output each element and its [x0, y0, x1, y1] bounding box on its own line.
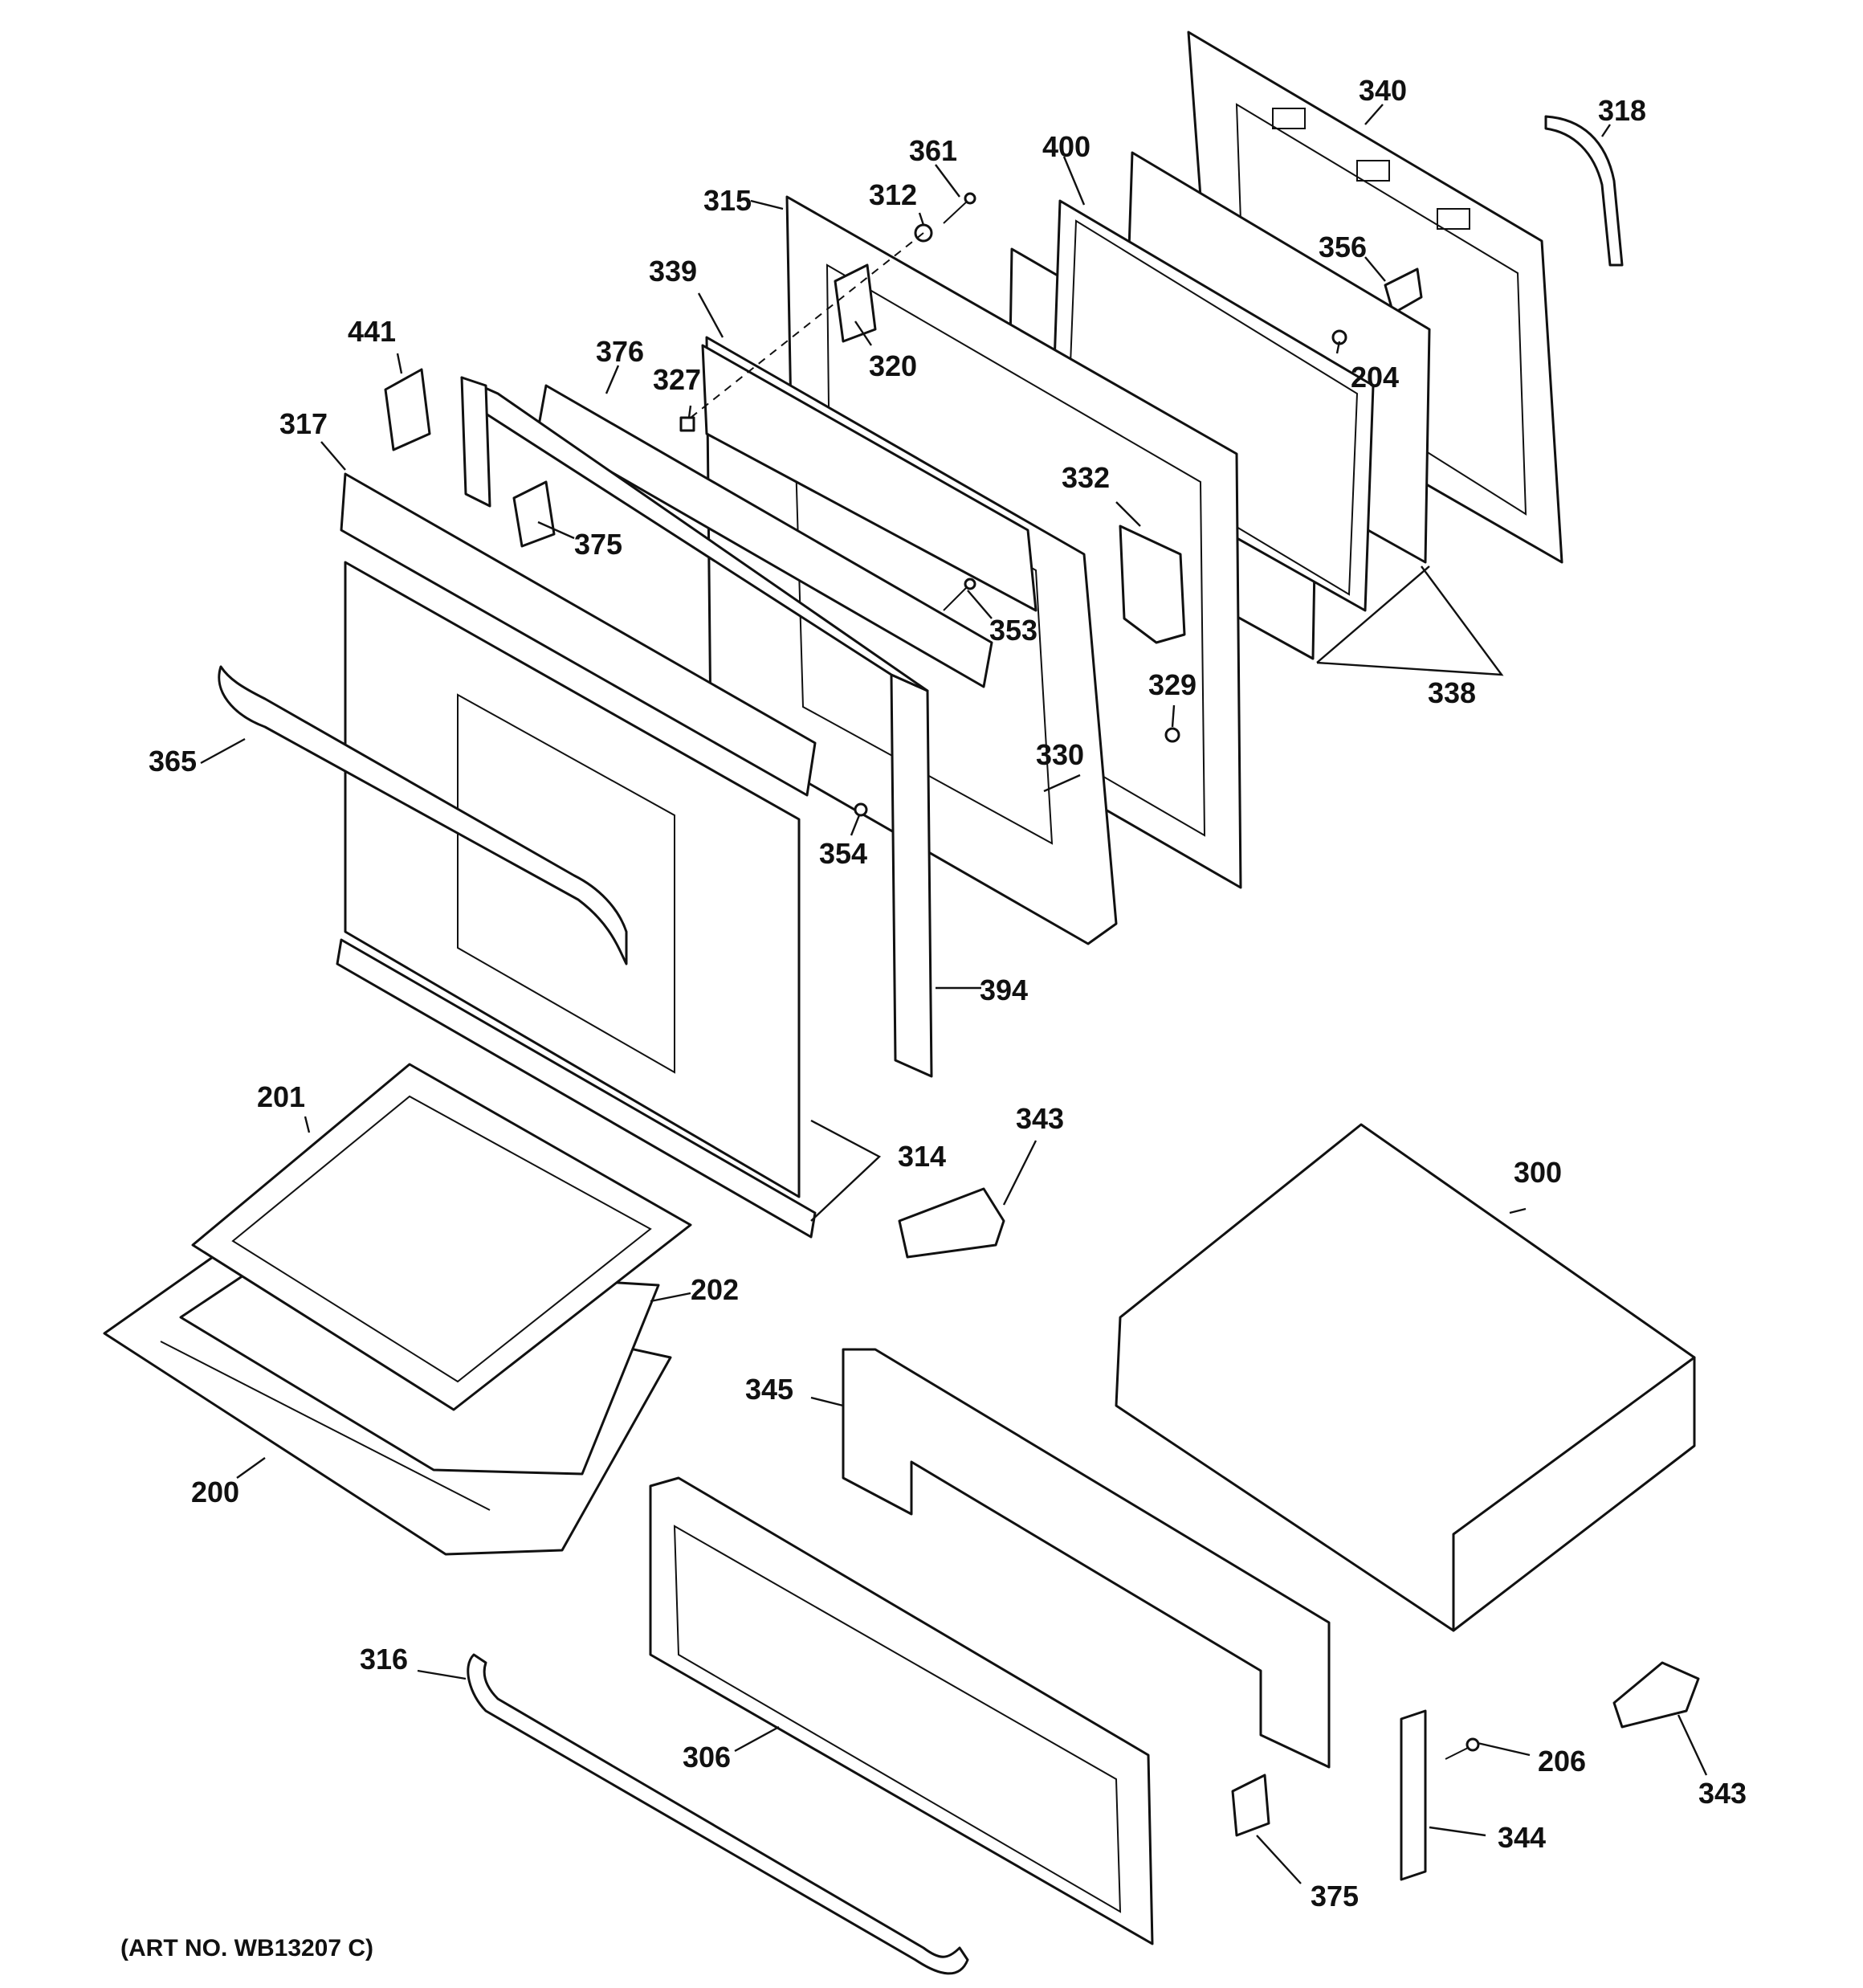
label-306: 306 — [683, 1741, 731, 1774]
part-300-drawer-box — [1115, 1123, 1696, 1632]
part-320-hinge — [834, 263, 877, 343]
label-375b: 375 — [1311, 1880, 1359, 1912]
part-332-insulation — [1119, 525, 1186, 644]
part-394-side-trim — [460, 376, 933, 1078]
part-306-drawer-front-panel — [649, 1476, 1154, 1945]
label-202: 202 — [691, 1273, 739, 1306]
label-201: 201 — [257, 1080, 305, 1113]
part-441-bracket — [384, 368, 431, 451]
label-345: 345 — [745, 1373, 793, 1406]
label-343b: 343 — [1698, 1777, 1747, 1810]
label-327: 327 — [653, 363, 701, 396]
assembly-dash-line — [690, 232, 924, 418]
label-316: 316 — [360, 1643, 408, 1676]
label-340: 340 — [1359, 74, 1407, 107]
part-344-drawer-slide — [1400, 1709, 1427, 1881]
part-353-screw — [943, 578, 976, 611]
label-320: 320 — [869, 349, 917, 382]
part-201-broiler-grid — [191, 1063, 692, 1411]
label-353: 353 — [989, 614, 1037, 647]
label-332: 332 — [1062, 461, 1110, 494]
label-375a: 375 — [574, 528, 622, 561]
part-343b-slide — [1612, 1661, 1700, 1729]
part-317-vent-trim — [340, 472, 817, 797]
label-361: 361 — [909, 134, 957, 167]
part-376-trim-channel — [536, 384, 993, 688]
part-314-bottom-trim — [336, 938, 817, 1239]
label-312: 312 — [869, 178, 917, 211]
label-376: 376 — [596, 335, 644, 368]
part-375a-bracket — [512, 480, 556, 548]
part-labels: 340 318 400 361 312 315 356 339 320 204 … — [149, 74, 1747, 1912]
part-329-screw — [1164, 727, 1180, 743]
label-441: 441 — [348, 315, 396, 348]
part-375b-bracket — [1231, 1774, 1270, 1837]
part-361-screw — [943, 192, 976, 224]
part-354-screw — [854, 802, 868, 817]
part-365-door-handle — [218, 665, 628, 965]
label-314: 314 — [898, 1140, 946, 1173]
label-339: 339 — [649, 255, 697, 288]
label-354: 354 — [819, 837, 867, 870]
label-344: 344 — [1498, 1821, 1546, 1854]
part-339-insulation — [701, 344, 1037, 612]
part-206-screw — [1445, 1737, 1480, 1760]
label-356: 356 — [1319, 231, 1367, 263]
part-356-clip — [1384, 267, 1423, 315]
label-206: 206 — [1538, 1745, 1586, 1778]
label-317: 317 — [279, 407, 328, 440]
label-200: 200 — [191, 1476, 239, 1508]
label-329: 329 — [1148, 668, 1196, 701]
label-300: 300 — [1514, 1156, 1562, 1189]
part-316-drawer-handle — [467, 1653, 969, 1975]
label-400: 400 — [1042, 130, 1090, 163]
art-number: (ART NO. WB13207 C) — [120, 1935, 373, 1961]
part-343a-slide — [898, 1187, 1005, 1259]
leader-lines — [200, 104, 1708, 1884]
label-365: 365 — [149, 745, 197, 778]
label-343a: 343 — [1016, 1102, 1064, 1135]
label-315: 315 — [703, 184, 752, 217]
label-204: 204 — [1351, 361, 1399, 394]
part-327-clip — [679, 416, 695, 432]
part-318-gasket — [1544, 115, 1624, 267]
label-338: 338 — [1428, 676, 1476, 709]
label-394: 394 — [980, 974, 1028, 1006]
label-318: 318 — [1598, 94, 1646, 127]
label-330: 330 — [1036, 738, 1084, 771]
part-345-drawer-front-inner — [842, 1348, 1331, 1769]
